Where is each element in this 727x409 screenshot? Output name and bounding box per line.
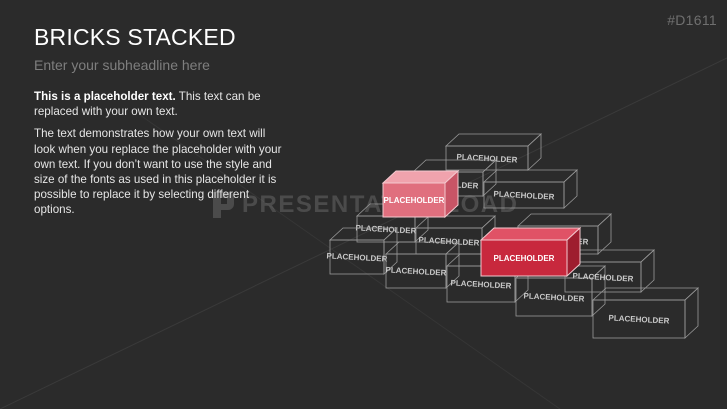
- brick-front-face: [515, 277, 593, 317]
- brick-top-face: [591, 287, 700, 301]
- brick-side-face: [684, 287, 699, 339]
- brick-front-face: [385, 253, 447, 289]
- slide-title[interactable]: BRICKS STACKED: [34, 24, 236, 50]
- brick-front-face: [483, 181, 565, 209]
- brick-front-face: [564, 261, 642, 293]
- brick-highlighted-strong: PLACEHOLDER: [479, 226, 582, 278]
- brick-label: PLACEHOLDER: [418, 235, 480, 247]
- brick-front-face: [445, 145, 529, 171]
- brick-label: PLACEHOLDER: [572, 271, 634, 283]
- body-paragraph: The text demonstrates how your own text …: [34, 127, 282, 217]
- slide-code: #D1611: [667, 12, 717, 28]
- brick-front-face: [480, 239, 568, 277]
- brick-top-face: [444, 133, 543, 147]
- brick-label: PLACEHOLDER: [494, 254, 555, 263]
- brick-front-face: [329, 239, 385, 275]
- brick-side-face: [563, 169, 578, 209]
- brick: PLACEHOLDER: [591, 287, 700, 339]
- watermark-text: PRESENTATIONLOAD: [242, 191, 519, 218]
- brick: PLACEHOLDER: [444, 133, 543, 171]
- brick-side-face: [597, 213, 612, 255]
- brick-label: PLACEHOLDER: [523, 291, 585, 303]
- brick-label: PLACEHOLDER: [456, 152, 518, 164]
- watermark-logo-icon: [213, 192, 234, 218]
- brick-top-face: [479, 227, 582, 241]
- brick: PLACEHOLDER: [482, 169, 579, 209]
- brick-label: PLACEHOLDER: [384, 196, 445, 205]
- intro-paragraph: This is a placeholder text. This text ca…: [34, 89, 284, 119]
- slide-subtitle[interactable]: Enter your subheadline here: [34, 57, 210, 73]
- brick-label: PLACEHOLDER: [326, 251, 388, 263]
- brick-label: PLACEHOLDER: [493, 189, 555, 201]
- brick-label: PLACEHOLDER: [450, 278, 512, 290]
- brick-side-face: [640, 249, 655, 293]
- brick-front-face: [592, 299, 686, 339]
- brick-label: PLACEHOLDER: [385, 265, 447, 277]
- brick-top-face: [516, 213, 613, 227]
- brick: PLACEHOLDER: [326, 227, 399, 275]
- body-text[interactable]: This is a placeholder text. This text ca…: [34, 89, 284, 225]
- brick-front-face: [382, 182, 446, 218]
- brick-side-face: [527, 133, 542, 171]
- brick-highlighted-light: PLACEHOLDER: [381, 169, 460, 219]
- brick-top-face: [482, 169, 579, 183]
- brick-label: PLACEHOLDER: [608, 313, 670, 325]
- intro-bold: This is a placeholder text.: [34, 90, 176, 103]
- watermark: PRESENTATIONLOAD: [210, 189, 518, 221]
- brick: PLACEHOLDER: [384, 241, 461, 289]
- brick-label: PLACEHOLDER: [355, 223, 417, 235]
- brick: PLACEHOLDER: [563, 249, 656, 293]
- intro-rest: This text can be replaced with your own …: [34, 90, 261, 119]
